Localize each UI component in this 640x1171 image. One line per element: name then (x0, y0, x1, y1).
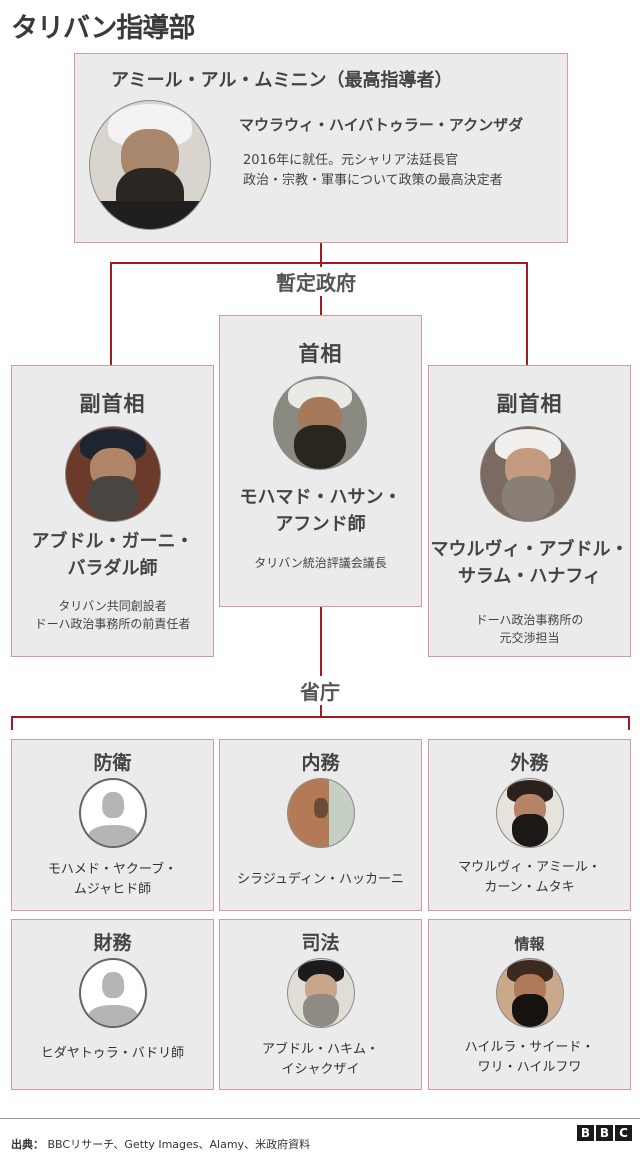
ministry-interior-box: 内務 シラジュディン・ハッカーニ (219, 739, 422, 911)
ministry-defense-name-2: ムジャヒド師 (73, 882, 152, 897)
ministry-justice-name-1: アブドル・ハキム・ (261, 1042, 379, 1057)
prime-minister-name-2: アフンド師 (275, 514, 366, 535)
ministry-intelligence-box: 情報 ハイルラ・サイード・ ワリ・ハイルフワ (428, 919, 631, 1090)
source-label: 出典： (11, 1138, 44, 1151)
connector-left-deputy (110, 262, 112, 365)
ministry-intelligence-name-2: ワリ・ハイルフワ (477, 1060, 582, 1075)
supreme-leader-role: アミール・アル・ムミニン（最高指導者） (111, 70, 453, 91)
clothing-shape (90, 200, 210, 229)
ministry-foreign-box: 外務 マウルヴィ・アミール・ カーン・ムタキ (428, 739, 631, 911)
supreme-leader-photo (89, 100, 211, 230)
ministry-intelligence-title: 情報 (514, 935, 545, 953)
ministries-label: 省庁 (296, 676, 344, 705)
supreme-leader-box: アミール・アル・ムミニン（最高指導者） マウラウィ・ハイバトゥラー・アクンザダ … (74, 53, 568, 243)
prime-minister-desc: タリバン統治評議会議長 (254, 556, 387, 570)
deputy-pm-left-photo (65, 426, 161, 522)
deputy-pm-right-desc-1: ドーハ政治事務所の (475, 613, 584, 627)
ministry-foreign-name-2: カーン・ムタキ (484, 880, 575, 895)
deputy-pm-right-role: 副首相 (496, 392, 563, 416)
bbc-logo-letter: B (577, 1125, 594, 1141)
deputy-pm-left-name-2: バラダル師 (67, 558, 158, 579)
ministry-justice-photo (287, 958, 355, 1028)
ministry-intelligence-photo (496, 958, 564, 1028)
beard-shape (294, 424, 346, 469)
beard-shape (511, 814, 549, 847)
ministry-defense-name-1: モハメド・ヤクーブ・ (47, 862, 178, 877)
ministry-foreign-title: 外務 (510, 752, 549, 774)
ministry-defense-title: 防衛 (93, 752, 132, 774)
prime-minister-role: 首相 (298, 342, 343, 366)
ministry-foreign-photo (496, 778, 564, 848)
ministry-justice-title: 司法 (301, 932, 340, 954)
beard-shape (511, 994, 549, 1027)
connector-ministries-horizontal (11, 716, 630, 718)
ministry-finance-title: 財務 (93, 932, 132, 954)
source-credit: 出典： BBCリサーチ、Getty Images、Alamy、米政府資料 (11, 1136, 310, 1152)
deputy-pm-left-desc-2: ドーハ政治事務所の前責任者 (34, 617, 191, 631)
placeholder-person-icon (79, 958, 147, 1028)
connector-ministries-left-tick (11, 716, 13, 730)
ministry-intelligence-name-1: ハイルラ・サイード・ (464, 1040, 595, 1055)
ministry-justice-box: 司法 アブドル・ハキム・ イシャクザイ (219, 919, 422, 1090)
ministry-foreign-name-1: マウルヴィ・アミール・ (458, 860, 601, 875)
prime-minister-name-1: モハマド・ハサン・ (239, 487, 402, 508)
deputy-pm-left-role: 副首相 (79, 392, 146, 416)
beard-shape (302, 994, 340, 1027)
deputy-pm-right-name-1: マウルヴィ・アブドル・ (430, 539, 629, 560)
ministry-finance-box: 財務 ヒダヤトゥラ・バドリ師 (11, 919, 214, 1090)
deputy-pm-right-desc-2: 元交渉担当 (499, 631, 560, 645)
connector-right-deputy (526, 262, 528, 365)
footer-divider (0, 1118, 640, 1119)
beard-shape (501, 475, 555, 521)
deputy-pm-left-box: 副首相 アブドル・ガーニ・ バラダル師 タリバン共同創設者 ドーハ政治事務所の前… (11, 365, 214, 657)
connector-ministries-vertical (320, 607, 322, 717)
connector-vertical-top (320, 243, 322, 263)
prime-minister-box: 首相 モハマド・ハサン・ アフンド師 タリバン統治評議会議長 (219, 315, 422, 607)
source-text: BBCリサーチ、Getty Images、Alamy、米政府資料 (44, 1138, 311, 1151)
interim-government-label: 暫定政府 (272, 267, 360, 296)
deputy-pm-left-name-1: アブドル・ガーニ・ (31, 531, 194, 552)
bbc-logo: B B C (577, 1125, 632, 1141)
beard-shape (86, 475, 140, 521)
bbc-logo-letter: C (615, 1125, 632, 1141)
deputy-pm-right-box: 副首相 マウルヴィ・アブドル・ サラム・ハナフィ ドーハ政治事務所の 元交渉担当 (428, 365, 631, 657)
bbc-logo-letter: B (596, 1125, 613, 1141)
supreme-leader-desc-2: 政治・宗教・軍事について政策の最高決定者 (243, 173, 503, 188)
deputy-pm-left-desc-1: タリバン共同創設者 (58, 599, 167, 613)
supreme-leader-name: マウラウィ・ハイバトゥラー・アクンザダ (239, 116, 524, 134)
ministry-defense-box: 防衛 モハメド・ヤクーブ・ ムジャヒド師 (11, 739, 214, 911)
ministry-interior-photo (287, 778, 355, 848)
ministry-justice-name-2: イシャクザイ (281, 1062, 360, 1077)
ministry-finance-name-1: ヒダヤトゥラ・バドリ師 (40, 1046, 185, 1061)
placeholder-person-icon (79, 778, 147, 848)
connector-horizontal-gov (110, 262, 528, 264)
face-shape (314, 798, 328, 819)
deputy-pm-right-name-2: サラム・ハナフィ (457, 566, 602, 587)
prime-minister-photo (273, 376, 367, 470)
page-title: タリバン指導部 (11, 13, 195, 44)
connector-ministries-right-tick (628, 716, 630, 730)
supreme-leader-desc-1: 2016年に就任。元シャリア法廷長官 (243, 153, 459, 168)
ministry-interior-name-1: シラジュディン・ハッカーニ (237, 872, 404, 887)
deputy-pm-right-photo (480, 426, 576, 522)
ministry-interior-title: 内務 (301, 752, 340, 774)
